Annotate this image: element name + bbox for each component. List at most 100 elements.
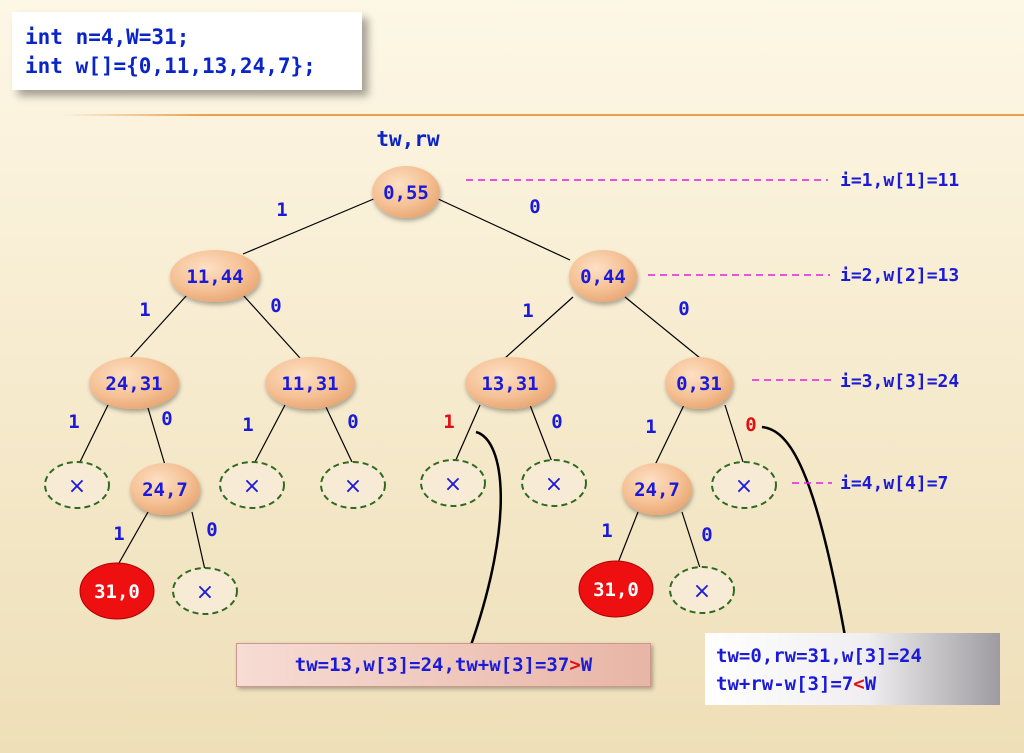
pruned-x-icon: × — [693, 579, 711, 604]
callout-1-tail: W — [580, 654, 593, 676]
pruned-leaf-3 — [320, 461, 386, 509]
pruned-leaf-8 — [669, 566, 735, 614]
solution-leaf-left — [79, 562, 155, 620]
edge-24-7a-right — [191, 511, 206, 571]
node-label-0-31: 0,31 — [676, 373, 722, 395]
edge-label-24-31-1: 1 — [68, 411, 79, 433]
node-11-44 — [170, 250, 260, 302]
edge-label-root-1: 1 — [276, 199, 287, 221]
node-label-11-31: 11,31 — [281, 373, 338, 395]
edge-13-31-right — [529, 404, 553, 463]
node-label-0-44: 0,44 — [580, 266, 626, 288]
pruned-leaf-5 — [521, 459, 587, 507]
edge-24-7a-left — [114, 511, 149, 571]
edge-root-right — [435, 197, 571, 261]
prune-explanation-right: tw=0,rw=31,w[3]=24 tw+rw-w[3]=7<W — [705, 633, 1000, 705]
callout-2-line-2-text: tw+rw-w[3]=7 — [716, 673, 854, 695]
tree-nodes — [89, 166, 733, 515]
edge-label-24-7b-1: 1 — [601, 520, 612, 542]
callout-1-pointer — [468, 430, 502, 649]
prune-explanation-left: tw=13,w[3]=24,tw+w[3]=37>W — [236, 643, 651, 687]
pruned-leaf-2 — [219, 461, 285, 509]
level-label-1: i=1,w[1]=11 — [840, 170, 959, 191]
edge-label-l2b-0: 0 — [678, 298, 689, 320]
edge-label-11-31-0: 0 — [347, 411, 358, 433]
edge-label-24-7a-1: 1 — [113, 523, 124, 545]
edge-root-left — [242, 197, 377, 255]
edge-0-31-right — [724, 404, 744, 463]
pruned-leaf-7 — [172, 567, 238, 615]
edge-24-31-right — [147, 407, 166, 466]
code-line-1: int n=4,W=31; — [25, 25, 190, 49]
node-24-7-left — [130, 463, 200, 515]
callout-1-text: tw=13,w[3]=24,tw+w[3]=37 — [294, 654, 570, 676]
node-label-13-31: 13,31 — [481, 373, 538, 395]
callout-2-pointer — [761, 425, 847, 637]
node-0-44 — [569, 250, 637, 302]
level-label-2: i=2,w[2]=13 — [840, 265, 959, 286]
state-header-label: tw,rw — [376, 127, 440, 151]
level-label-3: i=3,w[3]=24 — [840, 371, 959, 392]
solution-label-right: 31,0 — [593, 579, 639, 601]
node-0-55 — [372, 166, 440, 218]
solution-leaf-right — [578, 560, 654, 618]
edge-label-0-31-0: 0 — [745, 414, 756, 436]
pruned-x-icon: × — [545, 472, 563, 497]
node-label-11-44: 11,44 — [186, 266, 243, 288]
edge-label-root-0: 0 — [529, 196, 540, 218]
code-snippet: int n=4,W=31; int w[]={0,11,13,24,7}; — [12, 12, 362, 90]
edge-label-l2a-0: 0 — [270, 295, 281, 317]
level-label-4: i=4,w[4]=7 — [840, 473, 948, 494]
pruned-markers: × × × × × × × × — [68, 472, 753, 605]
pruned-x-icon: × — [196, 580, 214, 605]
pruned-x-icon: × — [344, 474, 362, 499]
pruned-x-icon: × — [68, 474, 86, 499]
callout-2-line-1: tw=0,rw=31,w[3]=24 — [716, 645, 922, 667]
edge-11-31-right — [324, 404, 353, 463]
pruned-leaf-6 — [711, 461, 777, 509]
node-24-7-right — [622, 463, 692, 515]
pruned-x-icon: × — [735, 474, 753, 499]
edge-label-24-31-0: 0 — [161, 408, 172, 430]
solution-label-left: 31,0 — [94, 581, 140, 603]
code-line-2: int w[]={0,11,13,24,7}; — [25, 54, 316, 78]
node-11-31 — [265, 357, 355, 409]
edge-label-13-31-1: 1 — [443, 411, 454, 433]
edge-11-31-left — [254, 404, 286, 463]
edge-label-24-7a-0: 0 — [206, 519, 217, 541]
callout-2-tail: W — [864, 673, 877, 695]
node-label-24-7-left: 24,7 — [142, 479, 188, 501]
node-0-31 — [665, 357, 733, 409]
edge-24-31-left — [79, 404, 109, 463]
edge-label-11-31-1: 1 — [242, 414, 253, 436]
node-13-31 — [465, 357, 555, 409]
callout-2-operator: < — [853, 673, 865, 695]
callout-1-operator: > — [569, 654, 581, 676]
edge-13-31-left — [454, 404, 481, 463]
pruned-leaf-4 — [420, 459, 486, 507]
node-24-31 — [89, 357, 179, 409]
edge-label-24-7b-0: 0 — [701, 524, 712, 546]
pruned-leaves — [44, 459, 777, 615]
edge-l2b-right — [624, 296, 701, 359]
node-label-24-7-right: 24,7 — [634, 479, 680, 501]
edge-label-13-31-0: 0 — [551, 411, 562, 433]
edge-label-l2b-1: 1 — [522, 300, 533, 322]
edge-24-7b-left — [615, 511, 639, 569]
pruned-leaf-1 — [44, 461, 110, 509]
edge-labels: 1 0 1 0 1 0 1 0 1 0 1 0 1 0 1 0 1 0 — [68, 196, 756, 546]
edge-label-l2a-1: 1 — [139, 299, 150, 321]
edge-label-0-31-1: 1 — [645, 416, 656, 438]
node-label-24-31: 24,31 — [105, 373, 162, 395]
edge-l2a-right — [242, 294, 301, 359]
edge-0-31-left — [654, 404, 685, 466]
edge-l2b-left — [504, 296, 574, 359]
edge-l2a-left — [129, 294, 188, 359]
tree-edges — [79, 197, 744, 571]
header-divider — [60, 114, 1024, 116]
node-labels: 0,55 11,44 0,44 24,31 11,31 13,31 0,31 2… — [94, 182, 722, 603]
level-guides — [466, 179, 832, 484]
edge-24-7b-right — [681, 511, 701, 569]
pruned-x-icon: × — [243, 474, 261, 499]
